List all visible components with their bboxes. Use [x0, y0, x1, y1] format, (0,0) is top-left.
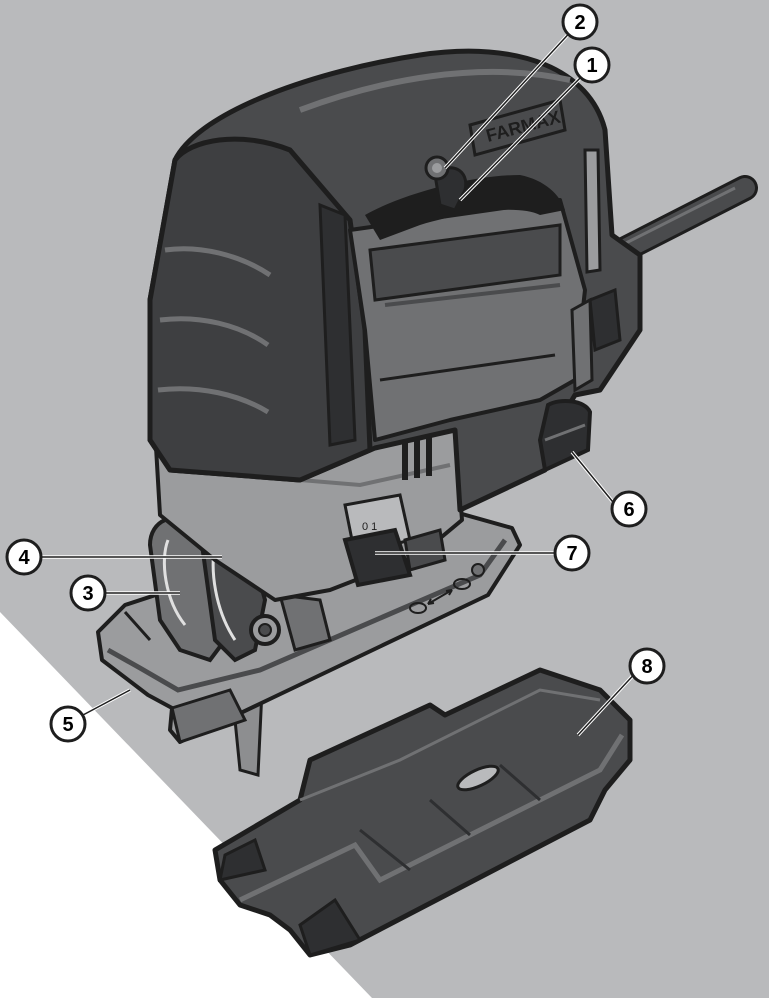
callout-4-label: 4 [18, 547, 30, 569]
callout-4: 4 [5, 538, 43, 576]
callout-6-label: 6 [623, 499, 634, 521]
main-body: FARMAX [147, 48, 643, 513]
bevel-scale-marks [409, 563, 485, 614]
callout-8: 8 [628, 647, 666, 685]
callout-5-label: 5 [62, 714, 73, 736]
speed-control-dial [570, 287, 622, 393]
cooling-vents [402, 416, 432, 480]
callout-3: 3 [69, 574, 107, 612]
callout-3-label: 3 [82, 583, 93, 605]
anti-scratch-plate [212, 667, 633, 958]
callout-6: 6 [610, 490, 648, 528]
callout-7-label: 7 [566, 543, 577, 565]
bevel-lock-lever [342, 527, 447, 588]
callout-2: 2 [561, 3, 599, 41]
leader-line-outlines [40, 26, 641, 736]
callout-7: 7 [553, 534, 591, 572]
callout-1: 1 [573, 46, 611, 84]
callout-8-label: 8 [641, 656, 652, 678]
dust-extraction-port [537, 398, 593, 473]
callout-1-label: 1 [586, 55, 597, 77]
callout-5: 5 [49, 705, 87, 743]
lock-on-button [424, 155, 450, 181]
callout-2-label: 2 [574, 12, 585, 34]
orbital-scale-marking: 0 1 [362, 521, 377, 533]
